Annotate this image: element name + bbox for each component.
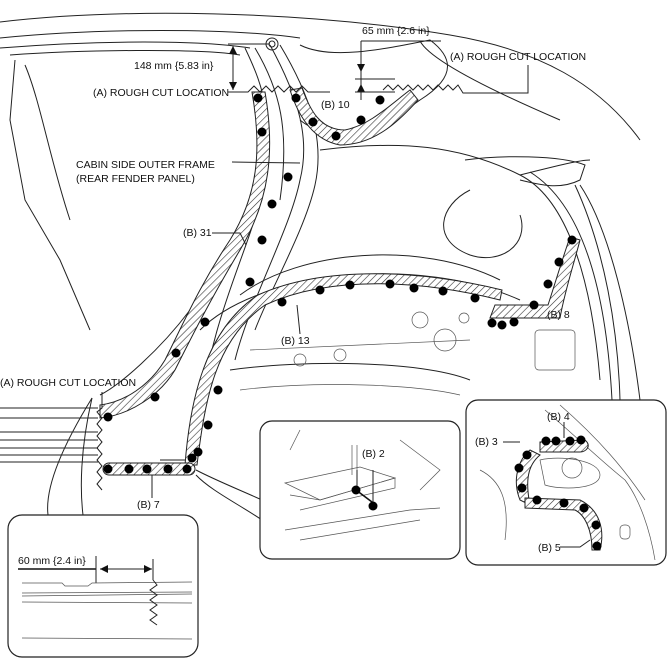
- weld-label-b7: (B) 7: [137, 499, 160, 511]
- vehicle-body-outline: [0, 12, 641, 463]
- dimension-148-label: 148 mm {5.83 in}: [134, 60, 214, 72]
- weld-label-b4: (B) 4: [547, 411, 570, 423]
- weld-label-b13: (B) 13: [281, 335, 310, 347]
- weld-label-b8: (B) 8: [547, 309, 570, 321]
- dimension-65-label: 65 mm {2.6 in}: [362, 25, 430, 37]
- rough-cut-label-top-left: (A) ROUGH CUT LOCATION: [93, 87, 229, 99]
- weld-label-b31: (B) 31: [183, 227, 212, 239]
- dimension-65mm: 65 mm {2.6 in}: [355, 25, 561, 121]
- weld-label-b2: (B) 2: [362, 448, 385, 460]
- weld-band-b31: [99, 91, 271, 419]
- rough-cut-line-top: [228, 85, 330, 93]
- rough-cut-line-top-right: [382, 65, 529, 94]
- dimension-148mm: 148 mm {5.83 in}: [134, 43, 270, 90]
- dimension-60-label: 60 mm {2.4 in}: [18, 555, 86, 567]
- rough-cut-label-top-right: (A) ROUGH CUT LOCATION: [450, 51, 586, 63]
- weld-band-b10: [289, 87, 419, 146]
- part-name-line2: (REAR FENDER PANEL): [76, 173, 195, 185]
- rough-cut-line-left: [96, 392, 103, 491]
- floor-detail: (B) 2: [259, 420, 461, 560]
- part-name-line1: CABIN SIDE OUTER FRAME: [76, 159, 215, 171]
- rear-detail: (B) 4 (B) 3 (B) 5: [465, 399, 667, 566]
- weld-spots: [103, 93, 577, 474]
- weld-label-b3: (B) 3: [475, 436, 498, 448]
- rough-cut-label-left: (A) ROUGH CUT LOCATION: [0, 377, 136, 389]
- rough-cut-detail: 60 mm {2.4 in}: [7, 514, 199, 658]
- weld-label-b10: (B) 10: [321, 99, 350, 111]
- weld-label-b5: (B) 5: [538, 542, 561, 554]
- weld-band-b13: [184, 273, 503, 466]
